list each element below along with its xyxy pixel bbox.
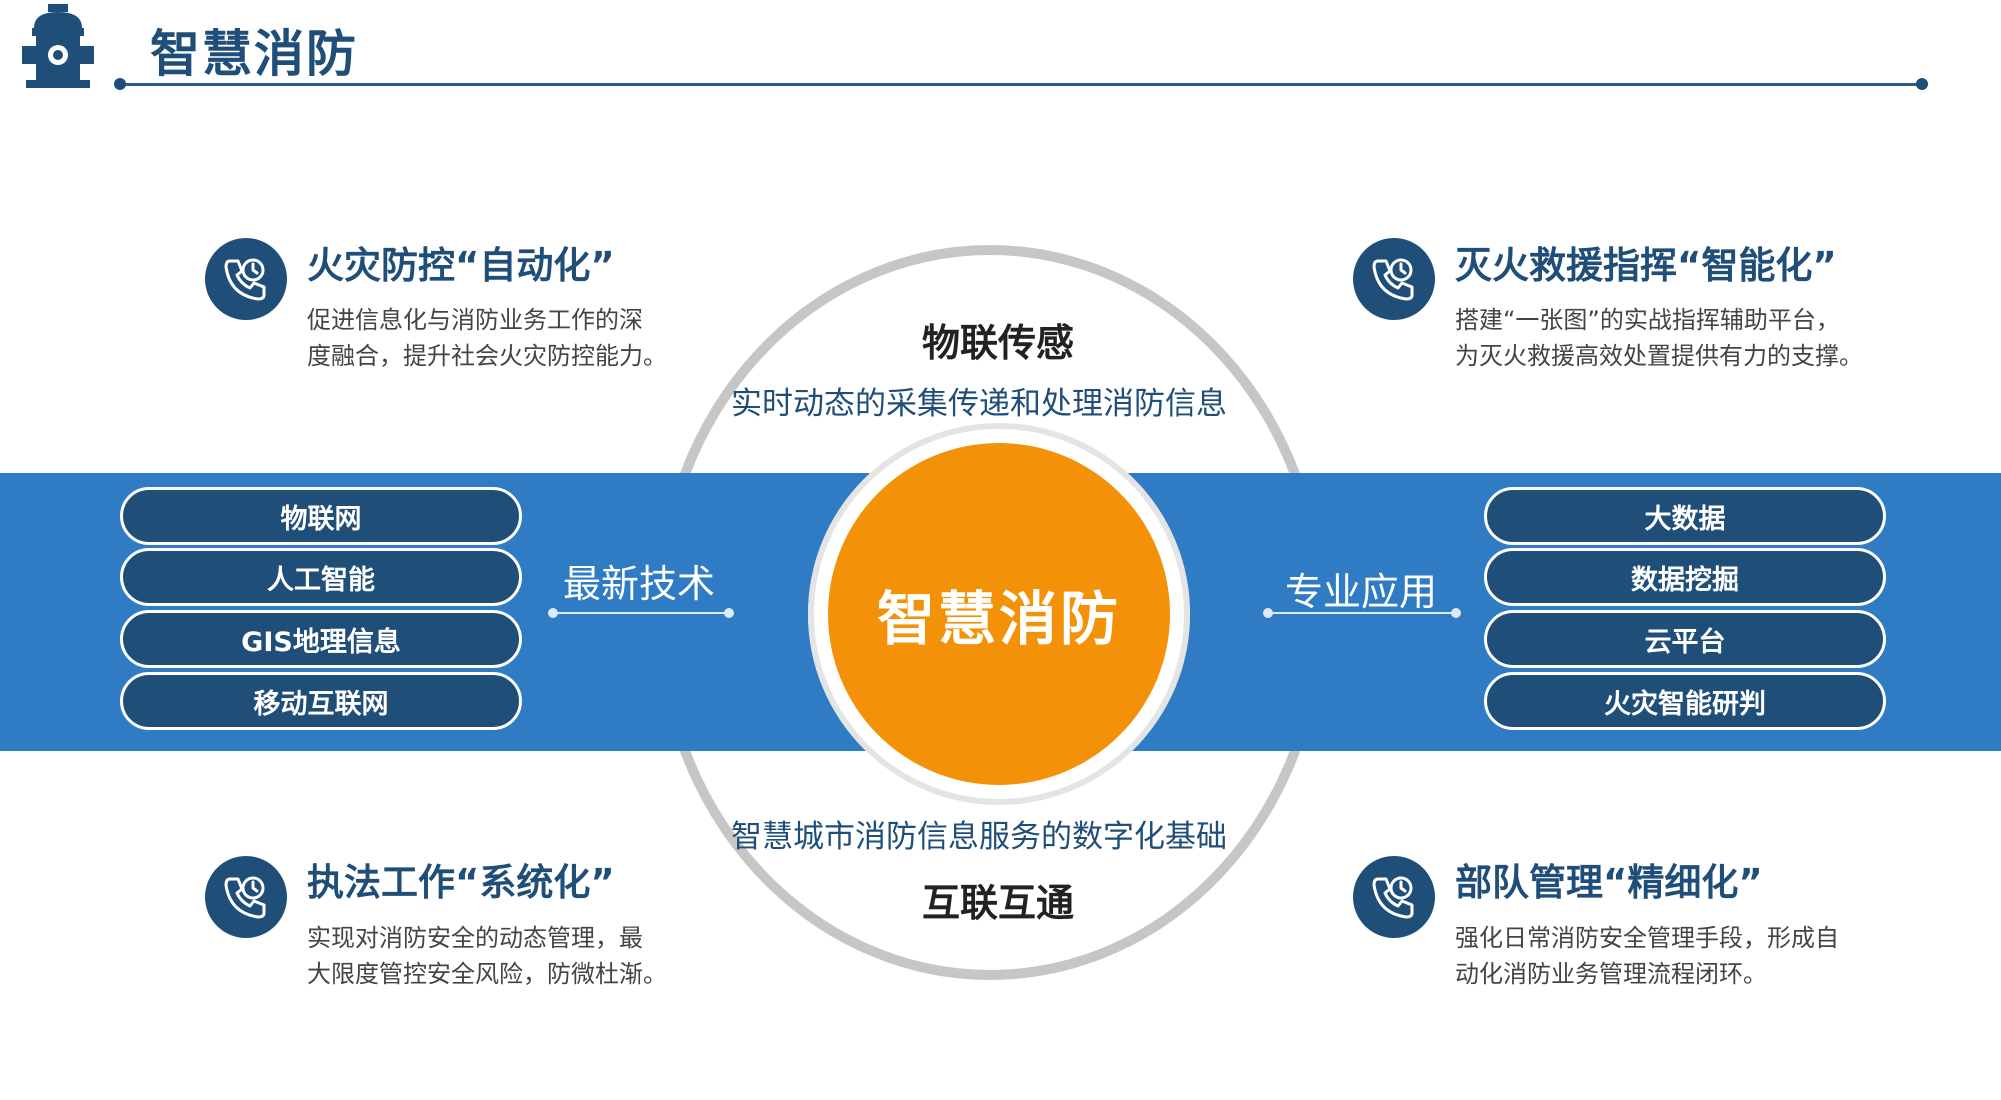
app-item-big-data: 大数据 — [1484, 487, 1886, 545]
corner-desc-line: 为灭火救援高效处置提供有力的支撑。 — [1455, 342, 1863, 370]
tech-item-ai: 人工智能 — [120, 548, 522, 606]
underline-dot-right — [1916, 78, 1928, 90]
phone-clock-icon — [205, 856, 287, 938]
left-connector-dot-end — [724, 608, 734, 618]
right-connector-dot-start — [1263, 608, 1273, 618]
core-label: 智慧消防 — [876, 585, 1121, 653]
page-title: 智慧消防 — [150, 25, 358, 83]
tech-item-mobile-internet: 移动互联网 — [120, 672, 522, 730]
right-connector-line — [1268, 612, 1456, 614]
left-connector-dot-start — [548, 608, 558, 618]
phone-clock-icon — [1353, 856, 1435, 938]
left-connector-label: 最新技术 — [563, 562, 716, 606]
ring-bottom-heading: 互联互通 — [922, 881, 1075, 925]
corner-desc-line: 大限度管控安全风险，防微杜渐。 — [307, 960, 667, 988]
corner-title-law-enforcement: 执法工作“系统化” — [307, 861, 615, 904]
ring-bottom-subtitle: 智慧城市消防信息服务的数字化基础 — [731, 819, 1227, 855]
corner-desc-line: 强化日常消防安全管理手段，形成自 — [1455, 924, 1839, 952]
phone-clock-icon — [1353, 238, 1435, 320]
right-connector-label: 专业应用 — [1285, 570, 1438, 614]
tech-item-gis: GIS地理信息 — [120, 610, 522, 668]
corner-desc-line: 动化消防业务管理流程闭环。 — [1455, 960, 1767, 988]
corner-title-rescue-command: 灭火救援指挥“智能化” — [1455, 244, 1837, 287]
title-underline — [120, 83, 1923, 86]
corner-desc-line: 促进信息化与消防业务工作的深 — [307, 306, 643, 334]
app-item-data-mining: 数据挖掘 — [1484, 548, 1886, 606]
app-item-cloud-platform: 云平台 — [1484, 610, 1886, 668]
corner-desc-line: 搭建“一张图”的实战指挥辅助平台， — [1455, 306, 1840, 334]
corner-title-unit-management: 部队管理“精细化” — [1455, 861, 1763, 904]
corner-desc-line: 实现对消防安全的动态管理，最 — [307, 924, 643, 952]
left-connector-line — [553, 612, 729, 614]
fire-hydrant-icon — [18, 4, 98, 88]
right-connector-dot-end — [1451, 608, 1461, 618]
underline-dot-left — [114, 78, 126, 90]
tech-item-iot: 物联网 — [120, 487, 522, 545]
ring-top-heading: 物联传感 — [922, 321, 1075, 365]
app-item-fire-analysis: 火灾智能研判 — [1484, 672, 1886, 730]
core-circle: 智慧消防 — [828, 443, 1170, 785]
corner-desc-line: 度融合，提升社会火灾防控能力。 — [307, 342, 667, 370]
corner-title-fire-prevention: 火灾防控“自动化” — [307, 244, 615, 287]
ring-top-subtitle: 实时动态的采集传递和处理消防信息 — [731, 386, 1227, 422]
phone-clock-icon — [205, 238, 287, 320]
